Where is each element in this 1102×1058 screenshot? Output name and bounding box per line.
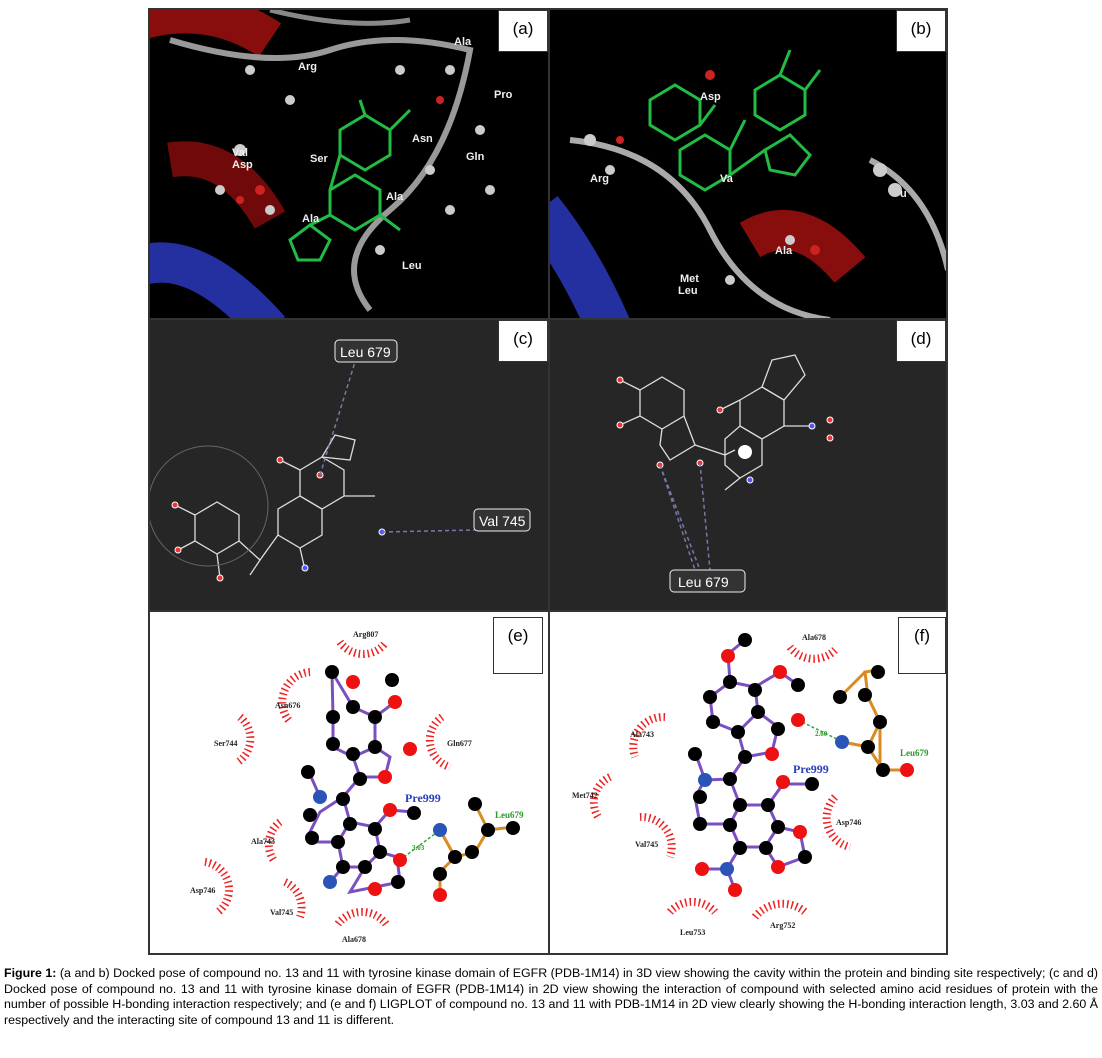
panel-f-ligplot: Ala678 Ala743 Met742 Val745 Asp746 Leu75… bbox=[549, 611, 947, 954]
panel-tag: (f) bbox=[898, 617, 946, 674]
figure-1: Ala Arg Pro Asn Val Asp Ser Gln Ala Ala … bbox=[148, 8, 948, 955]
panel-tag: (d) bbox=[896, 320, 946, 362]
residue-label: Arg752 bbox=[770, 921, 795, 930]
residue-label-leu679: Leu 679 bbox=[678, 574, 729, 590]
figure-caption: Figure 1: (a and b) Docked pose of compo… bbox=[4, 966, 1098, 1028]
panel-c-2d-interaction: Leu 679 Val 745 (c) bbox=[149, 319, 549, 611]
caption-text: (a and b) Docked pose of compound no. 13… bbox=[4, 966, 1098, 1027]
residue-label: Gln bbox=[466, 151, 485, 163]
residue-label-leu679: Leu 679 bbox=[340, 344, 391, 360]
panel-e-ligplot: Arg807 Asn676 Ser744 Gln677 Ala743 Asp74… bbox=[149, 611, 549, 954]
residue-label: Gln677 bbox=[447, 739, 472, 748]
residue-label: Asn676 bbox=[275, 701, 300, 710]
hbond-length: 3.03 bbox=[412, 844, 425, 852]
residue-label: Ala bbox=[302, 213, 320, 225]
residue-label: Arg bbox=[298, 61, 317, 73]
residue-label: Ala678 bbox=[802, 633, 826, 642]
residue-label: Ala743 bbox=[251, 837, 275, 846]
panel-tag: (e) bbox=[493, 617, 543, 674]
hydrophobic-arcs bbox=[589, 644, 852, 920]
residue-label: Met742 bbox=[572, 791, 598, 800]
hbond-residue-label: Leu679 bbox=[495, 810, 524, 820]
residue-label: Va bbox=[720, 173, 734, 185]
protein-3d-render: Asp Arg Va u Ala Met Leu bbox=[550, 49, 946, 318]
residue-label: Ser744 bbox=[214, 739, 238, 748]
ligplot-diagram: Arg807 Asn676 Ser744 Gln677 Ala743 Asp74… bbox=[190, 630, 524, 944]
residue-label: Val bbox=[232, 147, 248, 159]
residue-label: Leu bbox=[678, 285, 698, 297]
panel-d-2d-interaction: Leu 679 (d) bbox=[549, 319, 947, 611]
residue-label: Leu753 bbox=[680, 928, 705, 937]
residue-label: Arg807 bbox=[353, 630, 378, 639]
residue-label: Asp bbox=[700, 91, 721, 103]
panel-tag: (a) bbox=[498, 10, 548, 52]
panel-tag: (c) bbox=[498, 320, 548, 362]
residue-label: Asp746 bbox=[190, 886, 215, 895]
ligand-2d-diagram: Leu 679 bbox=[616, 354, 834, 593]
residue-label: Val745 bbox=[270, 908, 293, 917]
ligplot-diagram: Ala678 Ala743 Met742 Val745 Asp746 Leu75… bbox=[572, 633, 929, 937]
residue-label-val745: Val 745 bbox=[479, 513, 526, 529]
residue-label: Ala678 bbox=[342, 935, 366, 944]
protein-3d-render: Ala Arg Pro Asn Val Asp Ser Gln Ala Ala … bbox=[150, 10, 513, 318]
panel-b-3d-view: Asp Arg Va u Ala Met Leu (b) bbox=[549, 9, 947, 319]
residue-label: Val745 bbox=[635, 840, 658, 849]
residue-label: Ala bbox=[386, 191, 404, 203]
ligand-label: Pre999 bbox=[405, 791, 441, 805]
residue-label: Ala bbox=[454, 36, 472, 48]
residue-label: Leu bbox=[402, 260, 422, 272]
panel-a-3d-view: Ala Arg Pro Asn Val Asp Ser Gln Ala Ala … bbox=[149, 9, 549, 319]
hydrophobic-arcs bbox=[204, 639, 452, 927]
caption-label: Figure 1: bbox=[4, 966, 57, 980]
ligand-label: Pre999 bbox=[793, 762, 829, 776]
residue-label: Met bbox=[680, 273, 699, 285]
residue-label: Asp bbox=[232, 159, 253, 171]
residue-label: Asp746 bbox=[836, 818, 861, 827]
residue-label: Ala743 bbox=[630, 730, 654, 739]
ligand-2d-diagram: Leu 679 Val 745 bbox=[150, 339, 531, 582]
panel-tag: (b) bbox=[896, 10, 946, 52]
residue-label: Pro bbox=[494, 89, 513, 101]
residue-label: Ser bbox=[310, 153, 328, 165]
hbond-residue-label: Leu679 bbox=[900, 748, 929, 758]
residue-label: u bbox=[900, 188, 907, 200]
residue-label: Arg bbox=[590, 173, 609, 185]
residue-label: Asn bbox=[412, 133, 433, 145]
residue-label: Ala bbox=[775, 245, 793, 257]
hbond-length: 2.60 bbox=[815, 730, 828, 738]
